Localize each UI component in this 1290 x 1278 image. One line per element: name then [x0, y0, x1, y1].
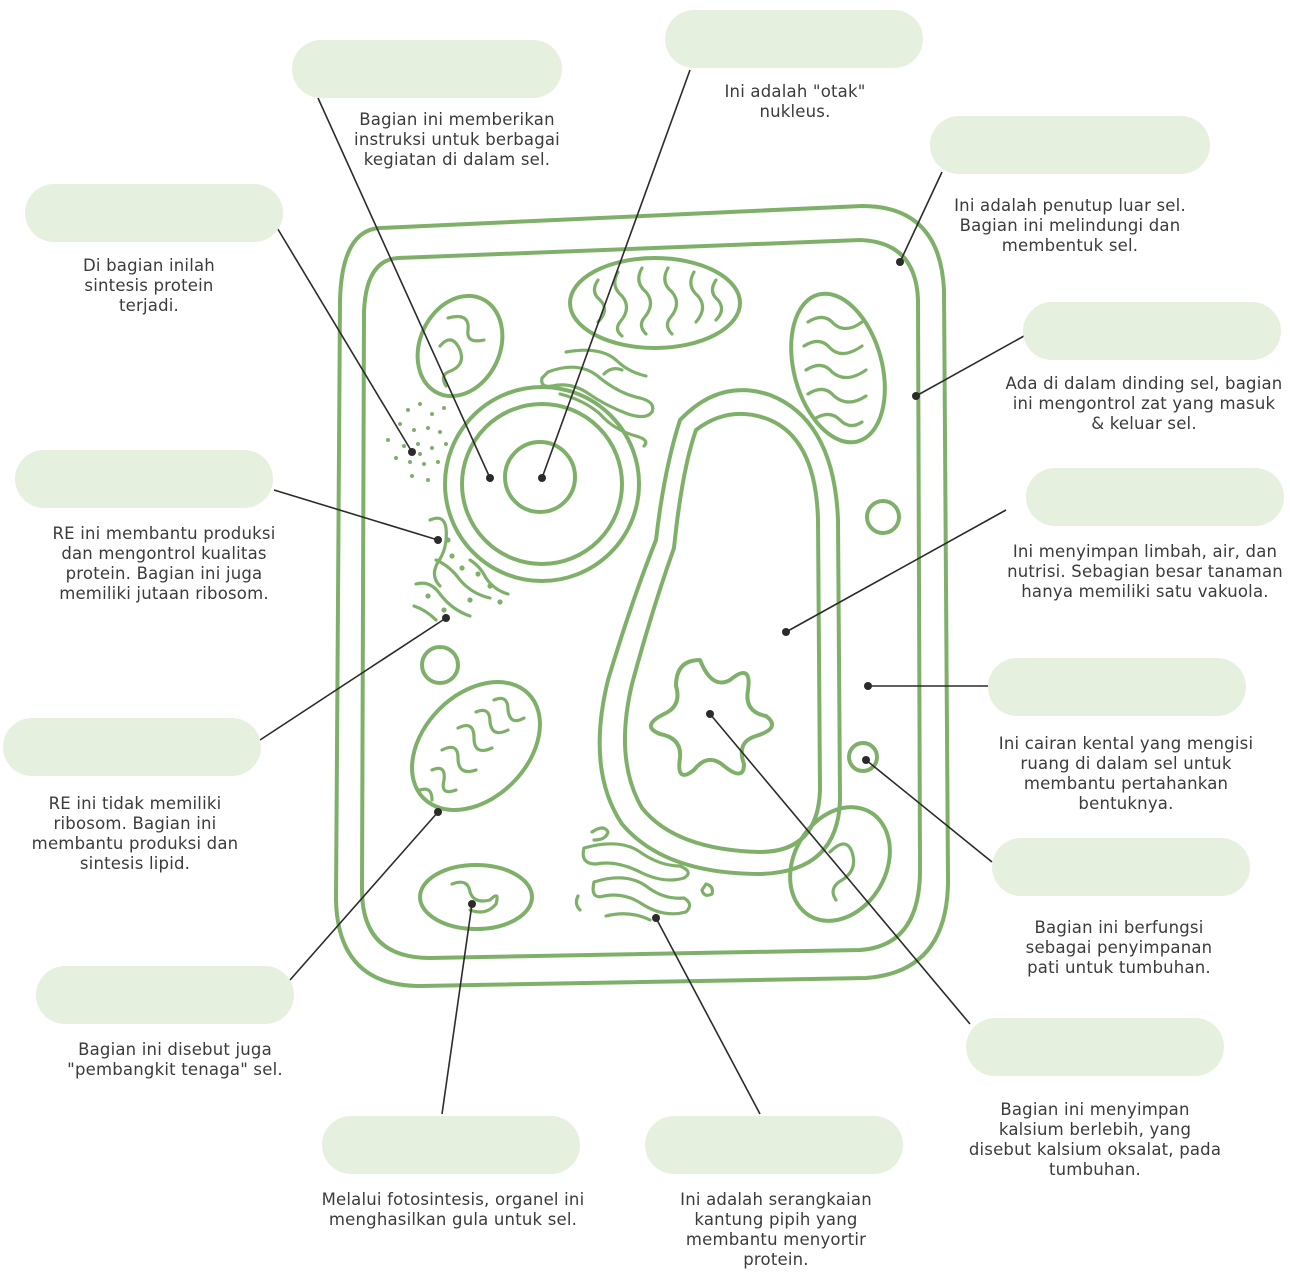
free-ribosomes [386, 402, 448, 482]
desc-chloroplast: Melalui fotosintesis, organel ini mengha… [321, 1190, 585, 1229]
rough-er [412, 516, 510, 622]
chloroplast-bottom-inner [450, 880, 499, 914]
chloroplast-top [568, 256, 742, 350]
desc-cell-membrane: Ada di dalam dinding sel, bagian ini men… [1005, 374, 1283, 433]
vacuole-outer [597, 388, 842, 876]
label-box-nucleus[interactable] [665, 10, 923, 68]
desc-nucleolus: Bagian ini memberikan instruksi untuk be… [354, 110, 560, 169]
label-box-cell-membrane[interactable] [1023, 302, 1281, 360]
vacuole-inner [622, 411, 822, 854]
mitochondrion-right-bottom [788, 805, 892, 923]
desc-nucleus: Ini adalah "otak" nukleus. [724, 82, 866, 121]
leader-lines [259, 69, 1025, 1115]
desc-raphide-crystal: Bagian ini menyimpan kalsium berlebih, y… [968, 1100, 1222, 1179]
label-box-rough-er[interactable] [15, 450, 273, 508]
cell-wall-outline [334, 204, 950, 988]
label-box-raphide-crystal[interactable] [966, 1018, 1224, 1076]
desc-golgi: Ini adalah serangkaian kantung pipih yan… [680, 1190, 872, 1269]
chloroplast-top-thylakoids [592, 266, 724, 338]
label-box-chloroplast[interactable] [322, 1116, 580, 1174]
cell-membrane-outline [360, 238, 922, 960]
label-box-golgi[interactable] [645, 1116, 903, 1174]
desc-cell-wall: Ini adalah penutup luar sel. Bagian ini … [954, 196, 1186, 255]
mitochondrion-top-left-cristae [438, 314, 486, 388]
raphide-crystal-shape [649, 658, 775, 777]
desc-vacuole: Ini menyimpan limbah, air, dan nutrisi. … [1007, 542, 1283, 601]
desc-amyloplast: Bagian ini berfungsi sebagai penyimpanan… [1025, 918, 1213, 977]
chloroplast-bottom [418, 863, 534, 931]
desc-cytoplasm: Ini cairan kental yang mengisi ruang di … [998, 734, 1254, 813]
desc-rough-er: RE ini membantu produksi dan mengontrol … [52, 524, 276, 603]
nuclear-envelope-inner [460, 402, 624, 566]
golgi-top [540, 348, 655, 448]
vesicle-left [420, 645, 460, 685]
mitochondrion-bottom-left [410, 680, 542, 812]
label-box-cytoplasm[interactable] [988, 658, 1246, 716]
label-box-cell-wall[interactable] [930, 116, 1210, 174]
mitochondrion-right-bottom-inner [828, 842, 856, 902]
desc-smooth-er: RE ini tidak memiliki ribosom. Bagian in… [31, 794, 239, 873]
mitochondrion-bottom-left-cristae [418, 696, 526, 802]
golgi-bottom [574, 826, 714, 922]
desc-ribosome: Di bagian inilah sintesis protein terjad… [83, 256, 215, 315]
label-box-nucleolus[interactable] [292, 40, 562, 98]
vesicle-right [865, 499, 901, 535]
label-box-smooth-er[interactable] [3, 718, 261, 776]
desc-mitochondria: Bagian ini disebut juga "pembangkit tena… [67, 1040, 283, 1079]
label-box-vacuole[interactable] [1026, 468, 1284, 526]
amyloplast-shape [847, 741, 879, 773]
nuclear-envelope-outer [443, 385, 641, 583]
label-box-ribosome[interactable] [25, 184, 283, 242]
nucleolus [503, 440, 577, 514]
rough-er-ribosomes [425, 537, 503, 613]
chloroplast-right-thylakoids [802, 315, 868, 428]
chloroplast-right [789, 291, 887, 445]
label-box-mitochondria[interactable] [36, 966, 294, 1024]
mitochondrion-top-left [415, 293, 505, 399]
label-box-amyloplast[interactable] [992, 838, 1250, 896]
